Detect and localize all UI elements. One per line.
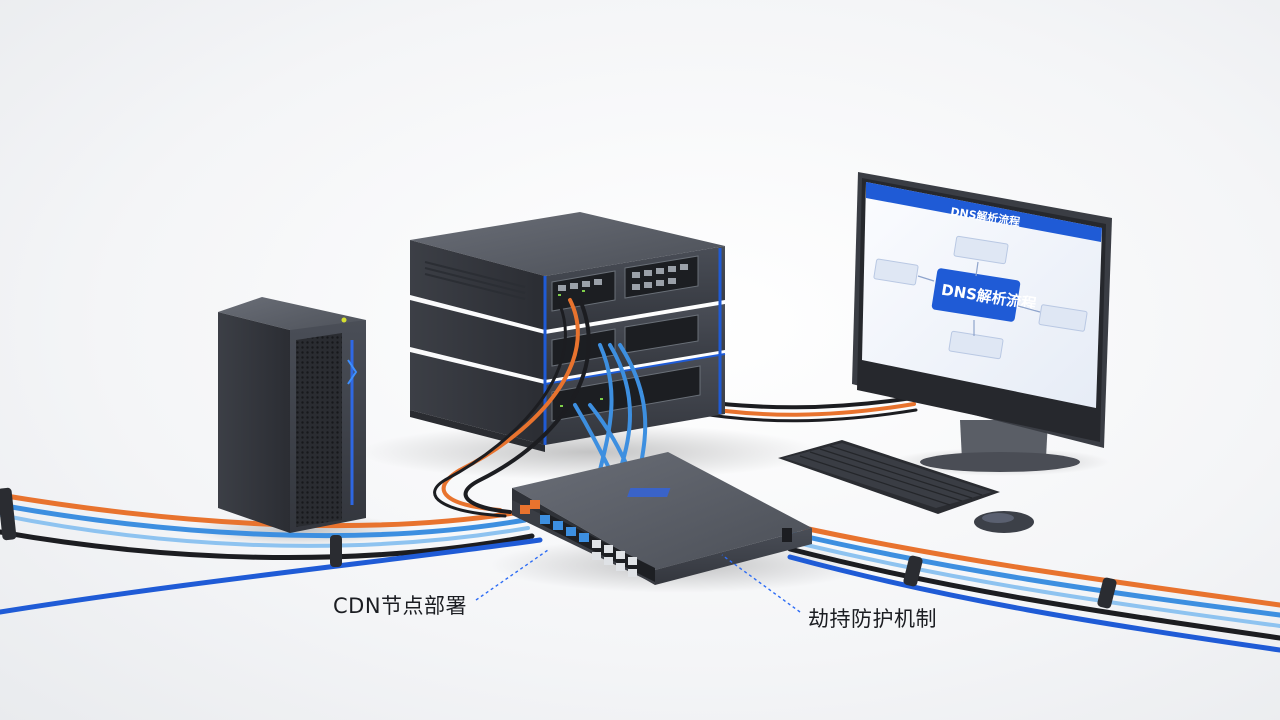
keyboard	[778, 440, 1000, 514]
server-rack-stack	[410, 212, 726, 452]
network-switch	[512, 452, 812, 585]
left-cable-bundle	[0, 487, 543, 615]
mouse	[974, 511, 1034, 533]
monitor: DNS解析流程 DNS解析流程	[852, 172, 1112, 472]
callout-hijack-leader	[721, 554, 801, 613]
right-cable-bundle	[787, 522, 1280, 653]
callout-cdn-leader	[475, 549, 549, 601]
callout-cdn-label: CDN节点部署	[333, 594, 468, 618]
tower-server	[218, 297, 366, 533]
callout-hijack-label: 劫持防护机制	[808, 607, 937, 631]
rack-shadow	[360, 424, 820, 480]
